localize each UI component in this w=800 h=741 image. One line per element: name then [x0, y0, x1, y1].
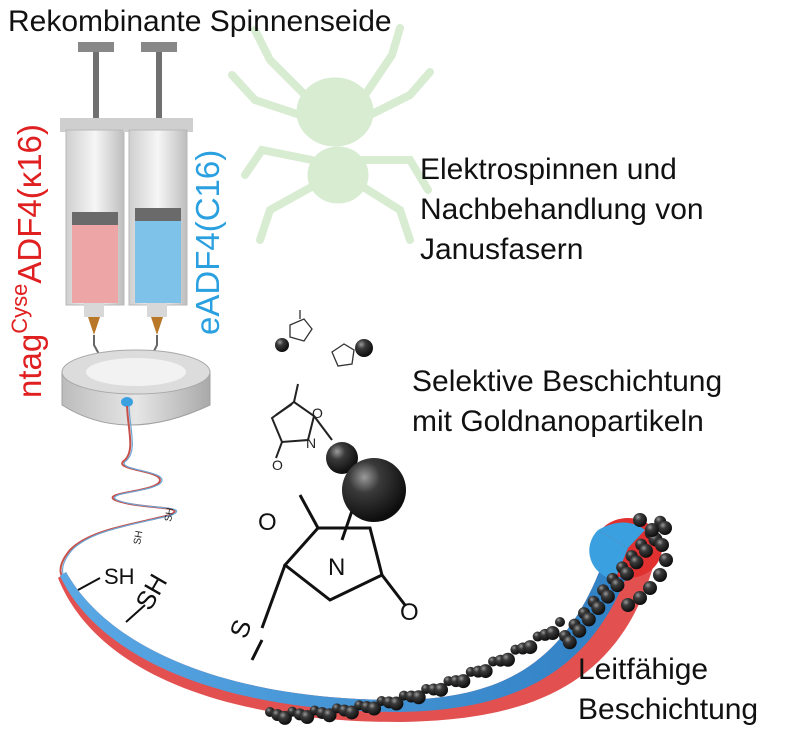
gold-particle [633, 591, 647, 605]
gold-particle [389, 696, 404, 711]
gold-particle [629, 555, 644, 570]
gold-particle [572, 623, 587, 638]
gold-particle [326, 442, 358, 474]
thiol-label-1: SH [104, 564, 135, 589]
svg-text:SH: SH [132, 530, 145, 546]
gold-particle [355, 339, 373, 357]
protein-label-blue: eADF4(C16) [189, 149, 226, 335]
medium-nitrogen: N [306, 435, 316, 451]
syringe-blue [123, 42, 193, 335]
thiol-label-2: SH [129, 569, 173, 615]
large-nitrogen: N [328, 554, 345, 581]
syringe-red [60, 42, 130, 335]
step-conductive-line-2: Beschichtung [578, 693, 759, 726]
gold-particle [545, 625, 560, 640]
gold-particle [562, 635, 577, 650]
step-gold-coating-line-1: Selektive Beschichtung [412, 365, 723, 398]
gold-particle [645, 523, 659, 537]
medium-oxygen-top: O [312, 405, 323, 421]
gold-particle [275, 338, 289, 352]
small-maleimide-1 [289, 310, 313, 342]
large-oxygen-top: O [258, 509, 277, 536]
gold-particle [367, 701, 382, 716]
gold-particle [591, 601, 606, 615]
step-electrospinning-line-2: Nachbehandlung von [420, 193, 704, 226]
gold-particle [322, 708, 337, 723]
step-gold-coating: Selektive Beschichtung mit Goldnanoparti… [412, 362, 722, 442]
small-maleimide-2 [331, 343, 355, 367]
step-electrospinning-line-1: Elektrospinnen und [420, 153, 677, 186]
large-oxygen-right: O [400, 599, 419, 626]
svg-text:SH: SH [163, 507, 176, 523]
gold-particle-large [342, 458, 406, 522]
gold-particle [344, 705, 359, 720]
protein-label-red: ntagCyseADF4(κ16) [2, 124, 48, 398]
fiber-thiol-groups [77, 577, 146, 623]
medium-oxygen-bottom: O [272, 457, 283, 473]
red-superscript: Cyse [7, 283, 32, 334]
gold-particle [655, 538, 669, 552]
gold-particle [456, 674, 471, 689]
red-prefix: ntag [11, 333, 48, 398]
gold-particles-on-fiber [265, 513, 673, 725]
step-electrospinning-line-3: Janusfasern [420, 233, 584, 266]
fiber-jet [59, 405, 177, 583]
gold-particle [619, 566, 634, 581]
gold-particle [643, 581, 657, 595]
gold-particle [434, 682, 449, 697]
step-conductive-coating: Leitfähige Beschichtung [578, 650, 758, 730]
gold-particle [610, 578, 625, 593]
gold-particle [633, 513, 647, 527]
red-suffix: ADF4(κ16) [11, 124, 48, 284]
maleimide-medium [270, 383, 333, 459]
step-gold-coating-line-2: mit Goldnanopartikeln [412, 405, 704, 438]
gold-particle [659, 553, 673, 567]
gold-particle [581, 612, 596, 627]
step-conductive-line-1: Leitfähige [578, 653, 709, 686]
gold-particle [500, 652, 515, 667]
gold-particle [638, 543, 653, 558]
gold-particle [600, 589, 615, 604]
gold-particle [555, 617, 565, 627]
step-electrospinning: Elektrospinnen und Nachbehandlung von Ja… [420, 150, 704, 270]
jet-thiol-labels: SH SH [132, 507, 176, 546]
gold-particle [523, 640, 538, 655]
gold-particle [653, 568, 667, 582]
gold-particle [411, 690, 426, 705]
title: Rekombinante Spinnenseide [8, 5, 392, 38]
spider-icon [228, 24, 434, 244]
collector [61, 349, 211, 426]
gold-particle [478, 664, 493, 679]
large-sulfur: S [223, 615, 257, 642]
gold-particle [658, 521, 672, 535]
gold-particle [621, 598, 635, 612]
